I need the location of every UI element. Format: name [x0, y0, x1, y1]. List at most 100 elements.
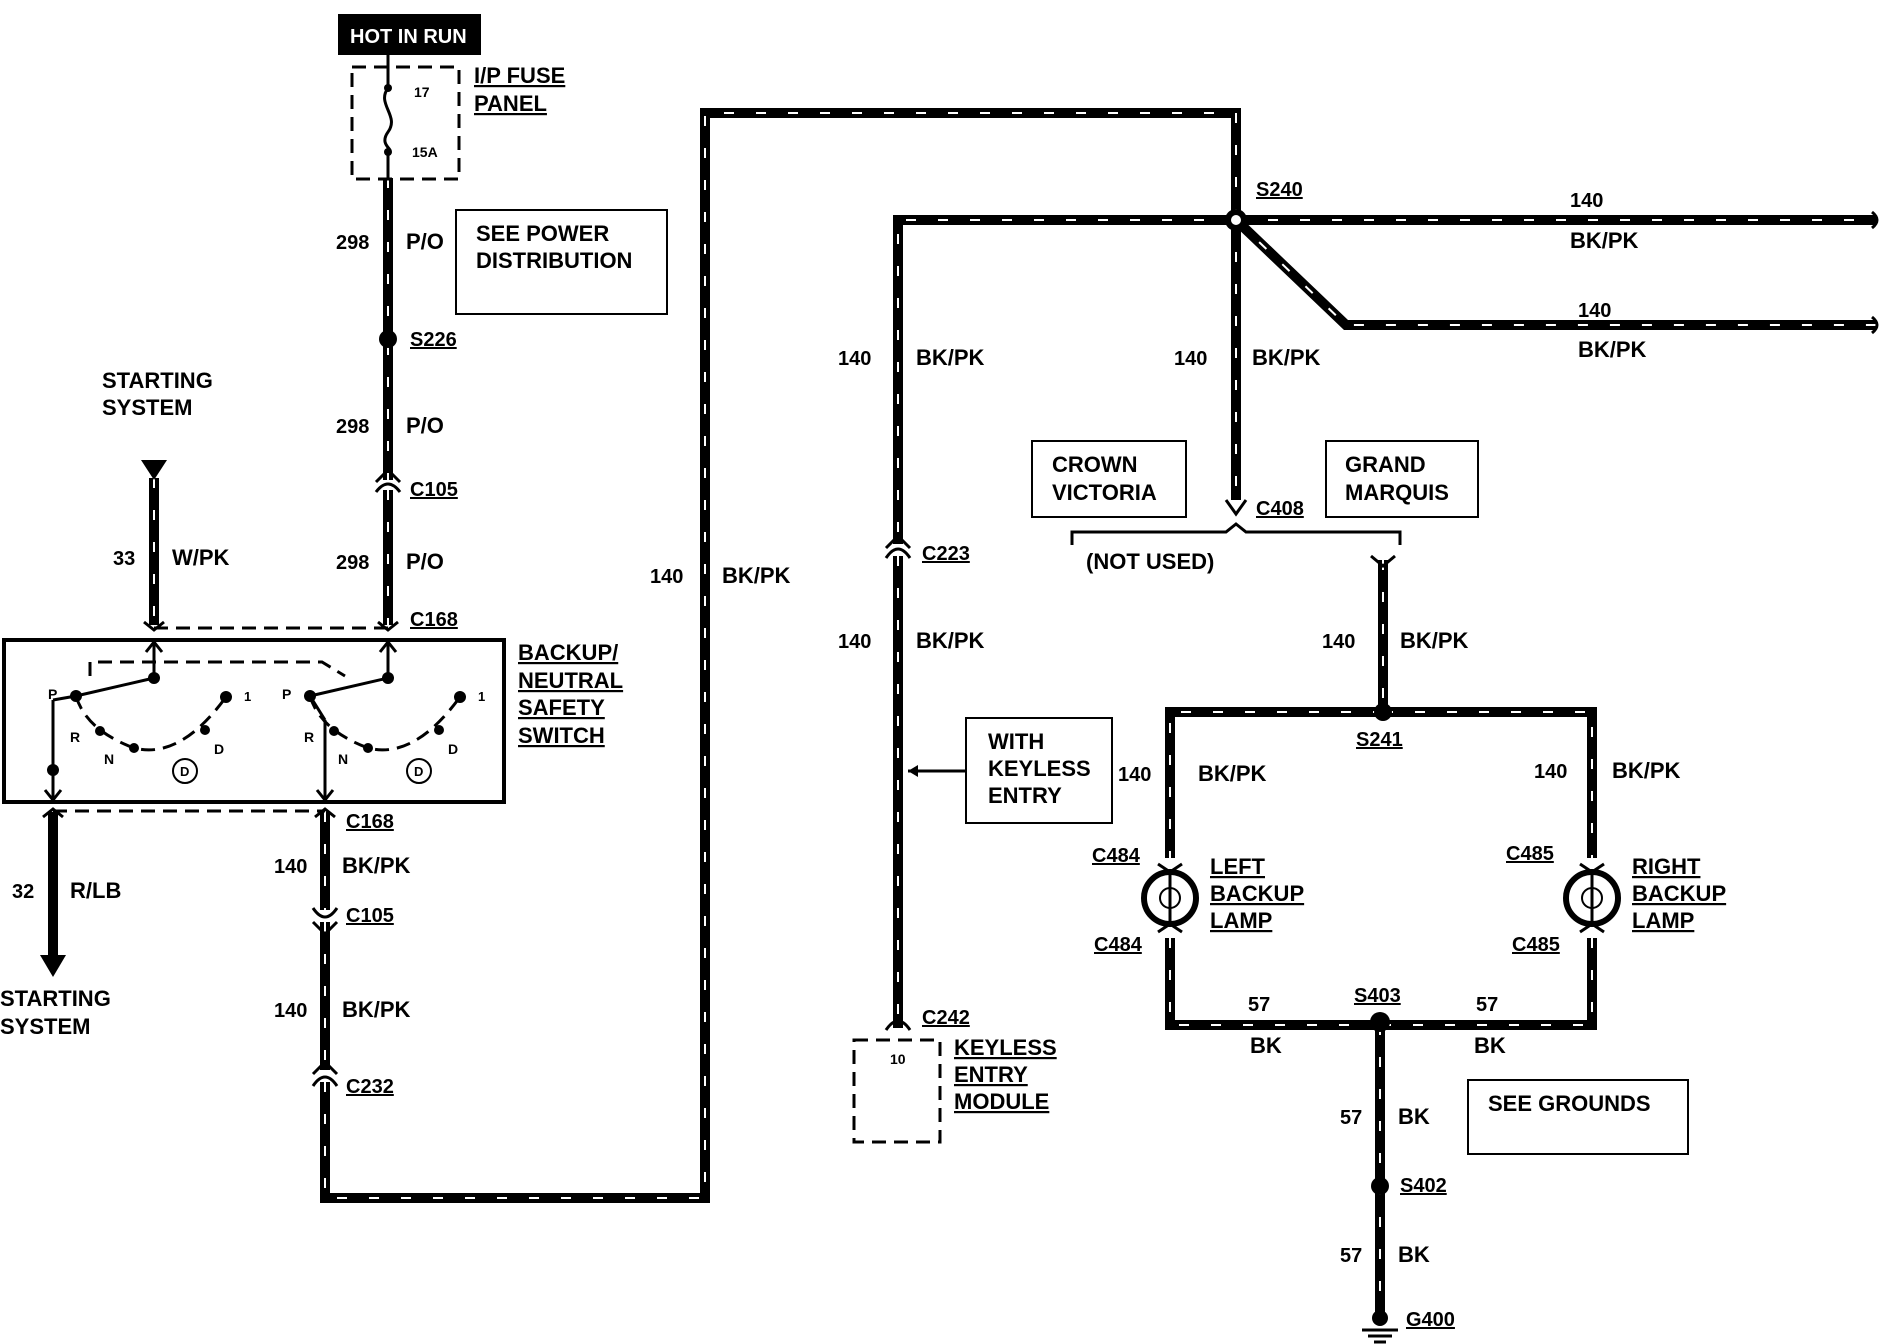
wire-140-code-1: 140 [274, 856, 307, 878]
label-c105-bottom: C105 [346, 905, 394, 927]
wire-57-code-down1: 57 [1340, 1107, 1362, 1129]
wire-140-color-left-lamp: BK/PK [1198, 761, 1267, 786]
wire-298-color-3: P/O [406, 549, 444, 574]
see-grounds-label: SEE GROUNDS [1488, 1091, 1651, 1116]
wire-140-color-gm: BK/PK [1400, 628, 1469, 653]
ground-g400-dot [1372, 1310, 1388, 1326]
switch-1-left: 1 [244, 689, 251, 704]
label-c232: C232 [346, 1076, 394, 1098]
wire-298-color-1: P/O [406, 229, 444, 254]
label-c168-bottom: C168 [346, 811, 394, 833]
switch-d-left: D [214, 741, 224, 757]
switch-title-3: SAFETY [518, 695, 605, 720]
see-power-box [455, 209, 668, 315]
with-keyless-1: WITH [988, 729, 1044, 754]
crown-victoria-box [1031, 440, 1187, 518]
grand-marquis-1: GRAND [1345, 452, 1426, 477]
keyless-module-1: KEYLESS [954, 1035, 1057, 1060]
left-lamp-1: LEFT [1210, 854, 1266, 879]
with-keyless-2: KEYLESS [988, 756, 1091, 781]
wire-140-code-left-lamp: 140 [1118, 764, 1151, 786]
wire-57-color-right: BK [1474, 1033, 1506, 1058]
splice-s226 [379, 330, 397, 348]
wire-140-code-ke1: 140 [838, 348, 871, 370]
label-s240: S240 [1256, 179, 1303, 201]
wire-33-color: W/PK [172, 545, 230, 570]
wire-140-right-2 [1232, 216, 1876, 330]
fuse-panel-box [350, 65, 461, 181]
wire-140-code-loop: 140 [650, 566, 683, 588]
see-grounds-box [1467, 1079, 1689, 1155]
fuse-panel-title-1: I/P FUSE [474, 63, 565, 88]
wire-32-code: 32 [12, 881, 34, 903]
wire-140-code-r2: 140 [1578, 300, 1611, 322]
label-c485-top: C485 [1506, 843, 1554, 865]
switch-r-left: R [70, 729, 80, 745]
safety-switch-box [2, 638, 506, 804]
wire-140-color-r1: BK/PK [1570, 228, 1639, 253]
crown-victoria-2: VICTORIA [1052, 480, 1157, 505]
wire-140-code-gm: 140 [1322, 631, 1355, 653]
wire-33-code: 33 [113, 548, 135, 570]
wire-140-color-r2: BK/PK [1578, 337, 1647, 362]
connector-c105-top [374, 482, 402, 493]
wire-140-code-r1: 140 [1570, 190, 1603, 212]
wire-57-code-left: 57 [1248, 994, 1270, 1016]
wire-140-code-s240-down: 140 [1174, 348, 1207, 370]
see-power-line2: DISTRIBUTION [476, 248, 632, 273]
wire-140-code-right-lamp: 140 [1534, 761, 1567, 783]
d-indicator-right [406, 758, 432, 784]
wire-57-color-down2: BK [1398, 1242, 1430, 1267]
fuse-icon [383, 87, 393, 154]
d-indicator-left [172, 758, 198, 784]
starting-system-bottom-2: SYSTEM [0, 1014, 90, 1039]
label-s226: S226 [410, 329, 457, 351]
arrow-down-icon [141, 460, 167, 480]
wire-57-color-left: BK [1250, 1033, 1282, 1058]
starting-system-bottom-1: STARTING [0, 986, 111, 1011]
right-lamp-1: RIGHT [1632, 854, 1701, 879]
keyless-module-pin: 10 [890, 1051, 906, 1067]
wire-32-color: R/LB [70, 878, 121, 903]
connector-c408-receptacle [1370, 554, 1396, 568]
right-lamp-2: BACKUP [1632, 881, 1726, 906]
switch-r-right: R [304, 729, 314, 745]
label-c408: C408 [1256, 498, 1304, 520]
wire-140-color-2: BK/PK [342, 997, 411, 1022]
starting-system-top-2: SYSTEM [102, 395, 192, 420]
ground-icon [1362, 1328, 1398, 1344]
wire-298-code-2: 298 [336, 416, 369, 438]
fuse-number: 17 [414, 84, 430, 100]
splice-s403 [1370, 1012, 1390, 1032]
label-s402: S402 [1400, 1175, 1447, 1197]
switch-n-right: N [338, 751, 348, 767]
left-lamp-3: LAMP [1210, 908, 1272, 933]
with-keyless-box [965, 717, 1113, 824]
label-c484-top: C484 [1092, 845, 1141, 867]
keyless-module-box [852, 1038, 942, 1144]
connector-c408-arrow [1224, 499, 1248, 517]
see-power-line1: SEE POWER [476, 221, 609, 246]
left-lamp-2: BACKUP [1210, 881, 1304, 906]
switch-title-2: NEUTRAL [518, 668, 623, 693]
wire-57-color-down1: BK [1398, 1104, 1430, 1129]
wire-140-code-ke2: 140 [838, 631, 871, 653]
switch-n-left: N [104, 751, 114, 767]
crown-victoria-1: CROWN [1052, 452, 1138, 477]
wire-140-code-2: 140 [274, 1000, 307, 1022]
switch-title-4: SWITCH [518, 723, 605, 748]
wires [48, 108, 1876, 1318]
right-lamp-3: LAMP [1632, 908, 1694, 933]
wire-140-color-ke2: BK/PK [916, 628, 985, 653]
grand-marquis-2: MARQUIS [1345, 480, 1449, 505]
keyless-module-2: ENTRY [954, 1062, 1028, 1087]
connector-c105-bottom [311, 907, 339, 919]
arrow-down-icon-2 [40, 955, 66, 977]
switch-d-left-circle: D [180, 764, 189, 779]
keyless-module-3: MODULE [954, 1089, 1049, 1114]
label-c168-top: C168 [410, 609, 458, 631]
switch-p-left: P [48, 686, 57, 702]
wire-298-code-3: 298 [336, 552, 369, 574]
label-c105-top: C105 [410, 479, 458, 501]
splice-s402 [1371, 1177, 1389, 1195]
